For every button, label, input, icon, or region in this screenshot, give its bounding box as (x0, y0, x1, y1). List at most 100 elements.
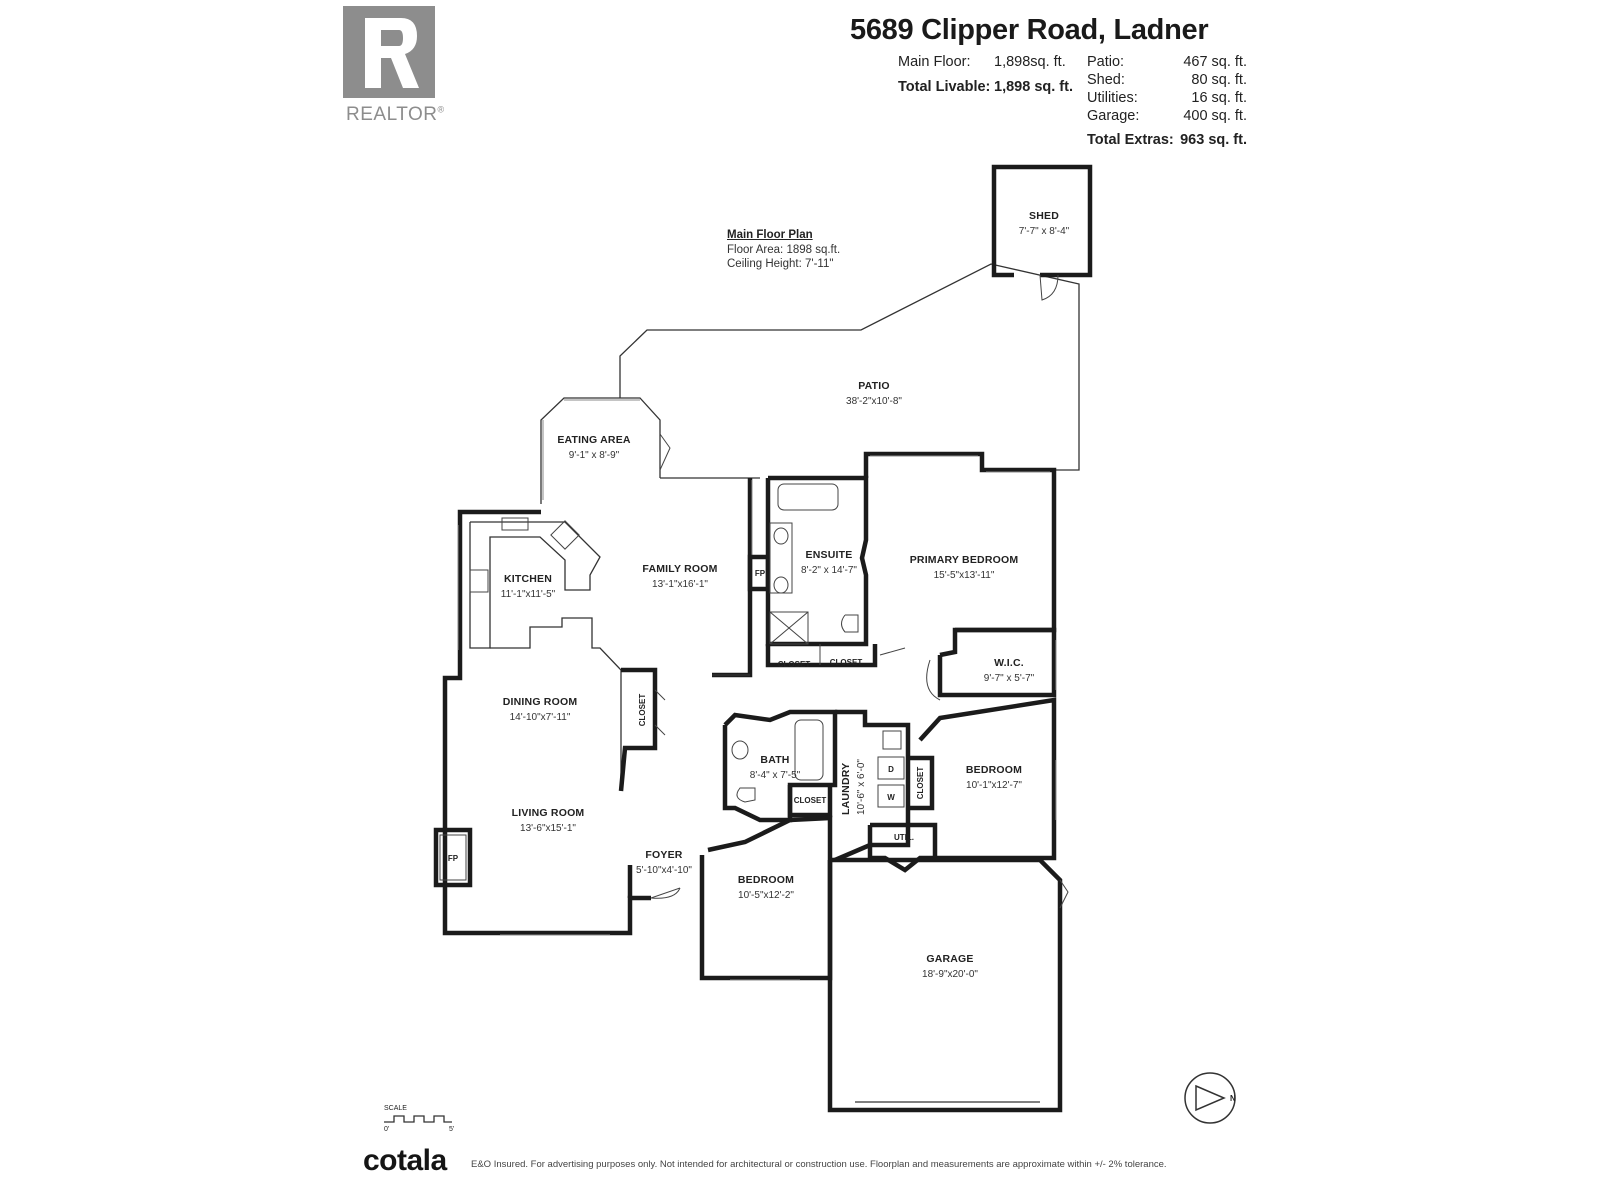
living-fireplace (433, 827, 473, 888)
scale-label: SCALE (384, 1105, 407, 1112)
laundry-sink (882, 730, 902, 750)
label-washer: W (887, 793, 895, 802)
bedroom2-closet (908, 755, 935, 811)
label-closet-bedroom2: CLOSET (916, 767, 925, 800)
label-dryer: D (888, 765, 894, 774)
realtor-r-logo-icon (343, 6, 435, 98)
dims-family-room: 13'-1"x16'-1" (652, 579, 708, 590)
eating-bay (540, 397, 661, 504)
extra-label-garage: Garage: (1087, 108, 1140, 124)
shed-wall (991, 164, 1093, 278)
label-closet-dining: CLOSET (638, 694, 647, 727)
ensuite-closets (765, 644, 878, 668)
kitchen-island-sink (550, 520, 580, 550)
dims-patio: 38'-2"x10'-8" (846, 396, 902, 407)
garage-door (1059, 879, 1069, 909)
scale-end: 5' (449, 1126, 454, 1133)
label-eating-area: EATING AREA (557, 434, 631, 446)
label-family-room: FAMILY ROOM (642, 563, 717, 575)
label-kitchen: KITCHEN (504, 573, 552, 585)
primary-bedroom-wall (863, 451, 1057, 658)
family-ensuite-wall (712, 478, 753, 678)
label-dining-room: DINING ROOM (503, 696, 578, 708)
bath-sink (731, 740, 749, 760)
main-floor-value: 1,898sq. ft. (994, 54, 1066, 70)
dims-dining-room: 14'-10"x7'-11" (510, 712, 571, 723)
total-livable-value: 1,898 sq. ft. (994, 79, 1073, 95)
floor-area: Floor Area: 1898 sq.ft. (727, 244, 841, 256)
compass-icon: N (1184, 1072, 1236, 1124)
ensuite-toilet (841, 614, 859, 633)
garage-wall (827, 857, 1063, 1113)
bath-toilet (736, 787, 756, 803)
extra-label-patio: Patio: (1087, 54, 1125, 70)
label-wic: W.I.C. (994, 657, 1024, 669)
floor-plan-title: Main Floor Plan (727, 229, 813, 241)
ceiling-height: Ceiling Height: 7'-11" (727, 258, 834, 270)
compass-letter: N (1230, 1094, 1236, 1103)
bath-closet (787, 785, 833, 818)
dining-closet-wall (618, 667, 658, 792)
bedroom3-wall (699, 815, 833, 981)
label-primary-bedroom: PRIMARY BEDROOM (910, 554, 1019, 566)
label-shed: SHED (1029, 210, 1059, 222)
label-closet-ensuite-1: CLOSET (778, 660, 811, 669)
dims-bath: 8'-4" x 7'-5" (750, 770, 801, 781)
label-fp-living: FP (448, 854, 459, 863)
kitchen-peninsula (490, 617, 622, 791)
extra-value-shed: 80 sq. ft. (1191, 72, 1247, 88)
ensuite-vanity (769, 522, 793, 594)
dims-garage: 18'-9"x20'-0" (922, 969, 978, 980)
util-wall (867, 822, 938, 873)
dims-shed: 7'-7" x 8'-4" (1019, 226, 1070, 237)
main-floor-label: Main Floor: (898, 54, 971, 70)
extra-value-garage: 400 sq. ft. (1183, 108, 1247, 124)
bath-wall (722, 709, 838, 823)
dims-ensuite: 8'-2" x 14'-7" (801, 565, 857, 576)
bath-tub (794, 719, 824, 781)
kitchen-stove (469, 569, 489, 593)
washer (877, 784, 905, 808)
extra-value-patio: 467 sq. ft. (1183, 54, 1247, 70)
dims-eating-area: 9'-1" x 8'-9" (569, 450, 620, 461)
scale-start: 0' (384, 1126, 389, 1133)
dining-closet-door (654, 689, 666, 736)
label-laundry: LAUNDRY (840, 763, 852, 815)
label-closet-bath: CLOSET (794, 796, 827, 805)
kitchen-sink (501, 517, 529, 531)
extra-value-utilities: 16 sq. ft. (1191, 90, 1247, 106)
disclaimer-text: E&O Insured. For advertising purposes on… (471, 1159, 1167, 1170)
dims-bedroom-2: 10'-1"x12'-7" (966, 780, 1022, 791)
label-closet-ensuite-2: CLOSET (830, 658, 863, 667)
label-bath: BATH (760, 754, 789, 766)
dims-bedroom-3: 10'-5"x12'-2" (738, 890, 794, 901)
dims-wic: 9'-7" x 5'-7" (984, 673, 1035, 684)
bedroom2-wall (918, 697, 1057, 861)
dims-kitchen: 11'-1"x11'-5" (501, 589, 556, 600)
patio-outline (619, 263, 1080, 471)
wic-wall (937, 627, 1057, 698)
label-ensuite: ENSUITE (806, 549, 853, 561)
extra-label-shed: Shed: (1087, 72, 1125, 88)
label-patio: PATIO (858, 380, 890, 392)
total-extras-value: 963 sq. ft. (1180, 132, 1247, 148)
kitchen-counter (469, 521, 601, 649)
total-extras-label: Total Extras: (1087, 132, 1174, 148)
extra-label-utilities: Utilities: (1087, 90, 1138, 106)
ensuite-shower (769, 611, 809, 645)
primary-door (879, 647, 941, 701)
dims-primary-bedroom: 15'-5"x13'-11" (934, 570, 995, 581)
shed-door (1039, 274, 1059, 301)
cotala-logo: cotala (363, 1144, 447, 1177)
kitchen-wall (442, 509, 651, 936)
dims-living-room: 13'-6"x15'-1" (520, 823, 576, 834)
label-foyer: FOYER (645, 849, 682, 861)
label-garage: GARAGE (926, 953, 973, 965)
label-bedroom-2: BEDROOM (966, 764, 1022, 776)
total-livable-label: Total Livable: (898, 79, 991, 95)
label-fp-family: FP (755, 569, 766, 578)
foyer-door (650, 887, 681, 899)
label-living-room: LIVING ROOM (512, 807, 585, 819)
ensuite-tub (777, 483, 839, 511)
